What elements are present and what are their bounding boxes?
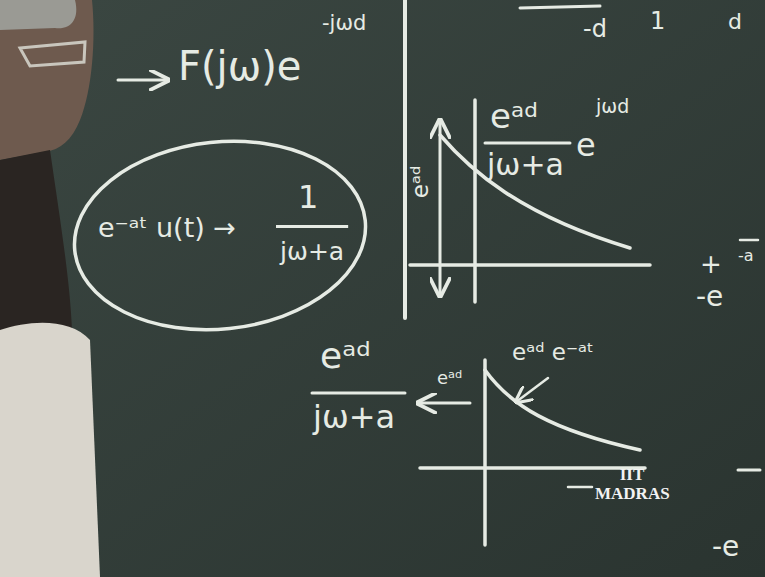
amplitude-axis [483, 360, 487, 545]
pointer-arrow [418, 402, 470, 405]
chalk-formula: -a [738, 247, 754, 265]
formula-text: e⁻ᵃᵗ u(t) → [98, 213, 236, 243]
chalk-formula: eᵃᵈ [320, 336, 371, 376]
chalk-formula: jωd [596, 96, 629, 117]
chalk-formula: e [576, 128, 596, 163]
lecturer-shirt [0, 323, 100, 577]
chalk-formula: eᵃᵈ [490, 98, 538, 135]
chalk-formula: + [700, 250, 722, 279]
chalk-formula: F(jω)e [178, 44, 301, 88]
chalk-formula: 1 [650, 8, 665, 34]
lecturer-hair [0, 0, 76, 30]
time-axis [410, 263, 650, 267]
time-axis [420, 466, 645, 470]
decay-curve [485, 370, 640, 450]
lecturer-neck [0, 150, 72, 345]
chalk-formula: eᵃᵈ [408, 166, 433, 198]
chalk-formula: -e [696, 282, 723, 313]
chalk-formula: eᵃᵈ e⁻ᵃᵗ [512, 340, 594, 365]
chalk-formula: -e [712, 532, 739, 563]
chalk-dash [740, 239, 758, 242]
lecturer-glasses [20, 42, 85, 66]
divider-line [403, 0, 407, 318]
chalk-strokes [118, 0, 760, 545]
formula-text: 1 [298, 180, 318, 215]
leader-arrow [516, 378, 548, 402]
shift-marker [439, 120, 442, 296]
lecturer-head [0, 0, 94, 160]
chalk-formula: jω+a [313, 400, 395, 435]
decay-curve [440, 135, 630, 248]
implies-arrow [118, 79, 168, 82]
chalk-dash [738, 469, 760, 472]
fraction-bar [312, 392, 405, 395]
circled-formula: e⁻ᵃᵗ u(t) → 1 jω+a [70, 138, 370, 333]
circle-outline [65, 127, 375, 343]
formula-text: jω+a [280, 238, 344, 266]
chalk-dash [520, 6, 600, 8]
chalk-formula: d [728, 10, 742, 34]
watermark-arrow [568, 486, 592, 489]
chalk-formula: jω+a [487, 148, 564, 181]
lecturer [0, 0, 100, 577]
watermark: IIT MADRAS [595, 466, 669, 503]
fraction-bar [485, 142, 570, 145]
chalk-formula: eᵃᵈ [437, 368, 462, 388]
chalk-formula: -d [583, 16, 607, 42]
amplitude-axis [473, 100, 477, 302]
fraction-bar [276, 225, 348, 228]
chalk-formula: -jωd [322, 12, 366, 35]
